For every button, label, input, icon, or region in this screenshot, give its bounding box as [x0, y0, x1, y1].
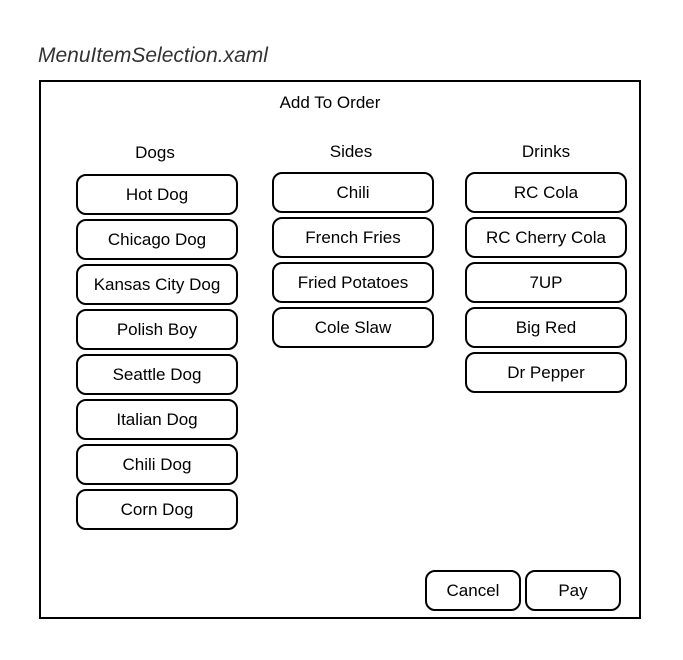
add-to-order-window: Add To Order Dogs Hot Dog Chicago Dog Ka…: [39, 80, 641, 619]
menu-item-chili-dog[interactable]: Chili Dog: [76, 444, 238, 485]
sides-header: Sides: [329, 142, 373, 161]
menu-item-dr-pepper[interactable]: Dr Pepper: [465, 352, 627, 393]
menu-item-hot-dog[interactable]: Hot Dog: [76, 174, 238, 215]
menu-item-7up[interactable]: 7UP: [465, 262, 627, 303]
pay-button[interactable]: Pay: [525, 570, 621, 611]
dogs-header: Dogs: [135, 143, 175, 162]
menu-item-kansas-city-dog[interactable]: Kansas City Dog: [76, 264, 238, 305]
menu-item-corn-dog[interactable]: Corn Dog: [76, 489, 238, 530]
menu-item-big-red[interactable]: Big Red: [465, 307, 627, 348]
menu-item-chicago-dog[interactable]: Chicago Dog: [76, 219, 238, 260]
menu-item-chili[interactable]: Chili: [272, 172, 434, 213]
drinks-header: Drinks: [521, 142, 571, 161]
menu-item-rc-cherry-cola[interactable]: RC Cherry Cola: [465, 217, 627, 258]
window-title: Add To Order: [279, 93, 381, 112]
menu-item-polish-boy[interactable]: Polish Boy: [76, 309, 238, 350]
menu-item-seattle-dog[interactable]: Seattle Dog: [76, 354, 238, 395]
cancel-button[interactable]: Cancel: [425, 570, 521, 611]
menu-item-rc-cola[interactable]: RC Cola: [465, 172, 627, 213]
menu-item-french-fries[interactable]: French Fries: [272, 217, 434, 258]
file-title: MenuItemSelection.xaml: [38, 44, 268, 67]
menu-item-cole-slaw[interactable]: Cole Slaw: [272, 307, 434, 348]
menu-item-italian-dog[interactable]: Italian Dog: [76, 399, 238, 440]
menu-item-fried-potatoes[interactable]: Fried Potatoes: [272, 262, 434, 303]
